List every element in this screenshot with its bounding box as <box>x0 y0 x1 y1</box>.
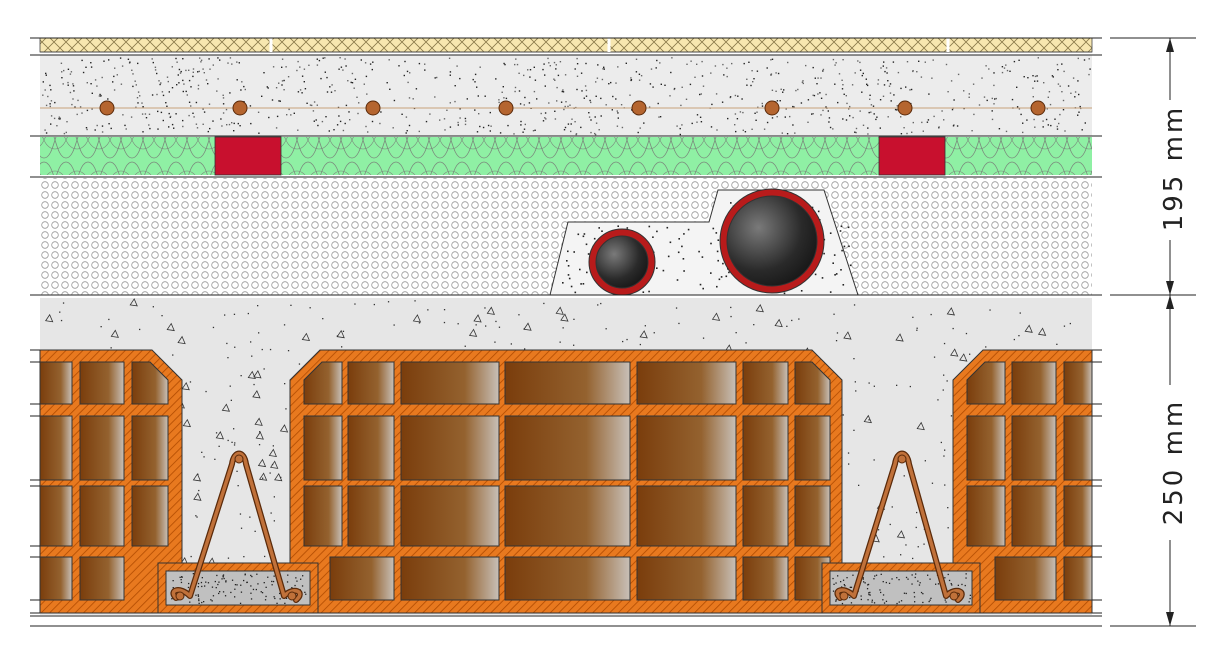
hollow-block <box>289 349 843 614</box>
heating-pipe <box>498 100 514 116</box>
joist <box>821 450 981 614</box>
dimension-label-upper: 195 mm <box>1159 105 1189 232</box>
dimension-lines: 195 mm 250 mm <box>1110 37 1196 627</box>
layer-boundaries <box>30 37 1102 627</box>
screed-layer <box>40 55 1092 136</box>
hollow-blocks <box>39 349 1093 614</box>
hollow-block <box>952 349 1093 614</box>
insulation-strip-right <box>878 136 946 176</box>
dimension-label-lower: 250 mm <box>1159 399 1189 526</box>
insulation-layer <box>40 136 1092 176</box>
heating-pipe <box>764 100 780 116</box>
heating-pipe <box>631 100 647 116</box>
joist <box>157 450 319 614</box>
small-conduit <box>588 228 656 296</box>
heating-pipe <box>99 100 115 116</box>
lightweight-fill-layer <box>40 178 1092 296</box>
insulation-strip-left <box>214 136 282 176</box>
tile-layer <box>39 37 1093 53</box>
heating-pipe <box>897 100 913 116</box>
heating-pipe <box>232 100 248 116</box>
large-conduit <box>719 188 825 294</box>
joist-beams <box>157 450 981 614</box>
heating-pipes <box>99 100 1046 116</box>
heating-pipe <box>365 100 381 116</box>
slab-layer <box>39 298 1093 615</box>
hollow-block <box>39 349 183 614</box>
heating-pipe <box>1030 100 1046 116</box>
